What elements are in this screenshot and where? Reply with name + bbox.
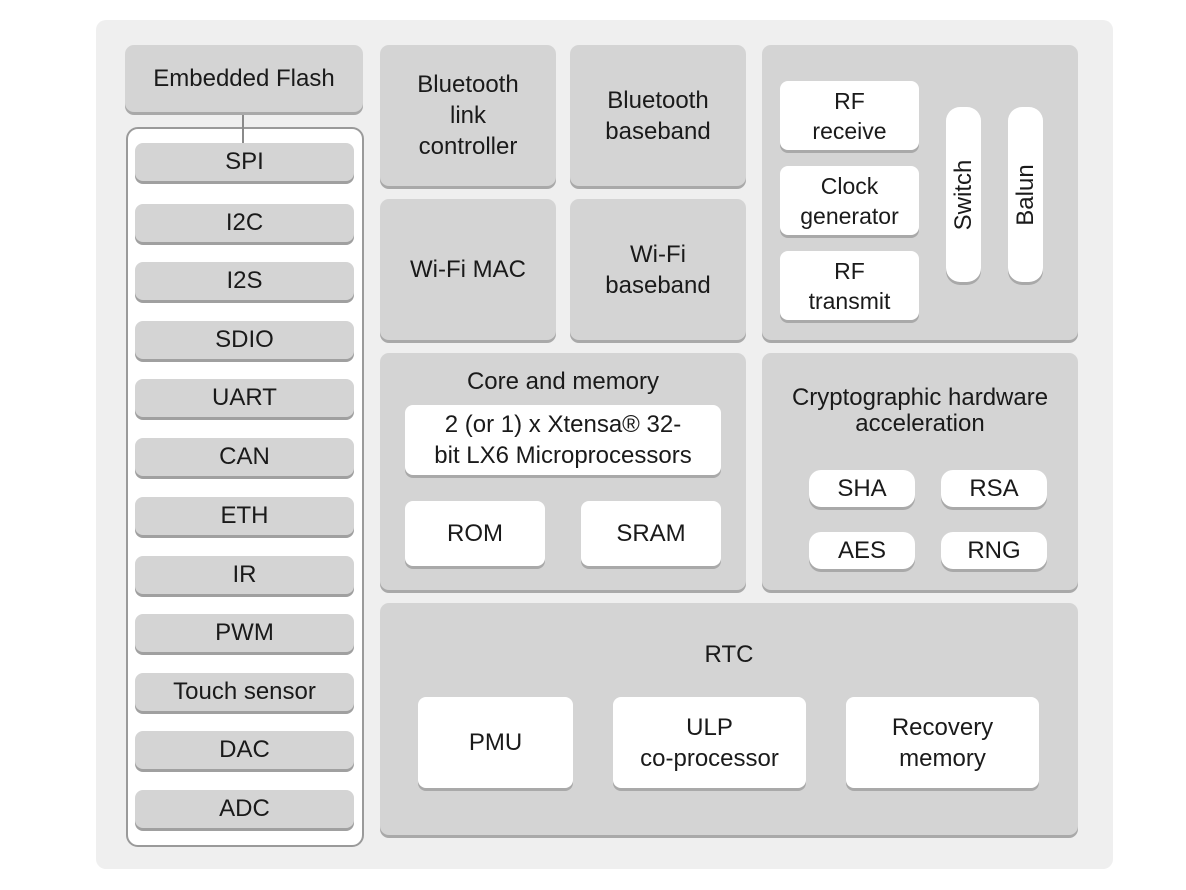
switch-label: Switch (949, 159, 977, 230)
peripheral-spi: SPI (135, 143, 354, 181)
rng-block: RNG (941, 532, 1047, 569)
recovery-memory-block: Recovery memory (846, 697, 1039, 788)
rsa-block: RSA (941, 470, 1047, 507)
rf-transmit-block: RF transmit (780, 251, 919, 320)
wifi-baseband-block: Wi-Fi baseband (570, 199, 746, 340)
sha-label: SHA (837, 475, 887, 502)
peripheral-i2c: I2C (135, 204, 354, 242)
balun-block: Balun (1008, 107, 1043, 282)
recovery-memory-label: Recovery memory (891, 713, 994, 772)
processor-label: 2 (or 1) x Xtensa® 32- bit LX6 Microproc… (434, 411, 692, 469)
clock-generator-label: Clock generator (800, 172, 899, 229)
pmu-block: PMU (418, 697, 573, 788)
peripheral-ir: IR (135, 556, 354, 594)
ulp-coprocessor-label: ULP co-processor (640, 713, 779, 772)
aes-label: AES (837, 537, 887, 564)
rtc-title: RTC (704, 641, 754, 668)
sram-block: SRAM (581, 501, 721, 566)
processor-block: 2 (or 1) x Xtensa® 32- bit LX6 Microproc… (405, 405, 721, 475)
peripheral-dac: DAC (135, 731, 354, 769)
ulp-coprocessor-block: ULP co-processor (613, 697, 806, 788)
rom-label: ROM (447, 520, 503, 547)
peripheral-pwm: PWM (135, 614, 354, 652)
pmu-label: PMU (468, 729, 523, 756)
switch-block: Switch (946, 107, 981, 282)
embedded-flash-block: Embedded Flash (125, 45, 363, 112)
rsa-label: RSA (969, 475, 1019, 502)
flash-spi-connector (242, 113, 244, 145)
peripheral-touch-sensor: Touch sensor (135, 673, 354, 711)
rf-receive-label: RF receive (812, 87, 887, 144)
bluetooth-link-controller-label: Bluetooth link controller (417, 71, 519, 160)
balun-label: Balun (1011, 163, 1039, 226)
sha-block: SHA (809, 470, 915, 507)
peripheral-can: CAN (135, 438, 354, 476)
rf-receive-block: RF receive (780, 81, 919, 150)
peripheral-uart: UART (135, 379, 354, 417)
bluetooth-baseband-block: Bluetooth baseband (570, 45, 746, 186)
sram-label: SRAM (616, 520, 686, 547)
crypto-title: Cryptographic hardware acceleration (791, 384, 1049, 437)
embedded-flash-label: Embedded Flash (153, 65, 335, 92)
peripheral-adc: ADC (135, 790, 354, 828)
peripheral-eth: ETH (135, 497, 354, 535)
clock-generator-block: Clock generator (780, 166, 919, 235)
rng-label: RNG (967, 537, 1021, 564)
rom-block: ROM (405, 501, 545, 566)
bluetooth-baseband-label: Bluetooth baseband (605, 86, 711, 145)
peripheral-i2s: I2S (135, 262, 354, 300)
wifi-mac-label: Wi-Fi MAC (410, 256, 526, 283)
aes-block: AES (809, 532, 915, 569)
peripheral-sdio: SDIO (135, 321, 354, 359)
bluetooth-link-controller-block: Bluetooth link controller (380, 45, 556, 186)
wifi-baseband-label: Wi-Fi baseband (605, 240, 711, 299)
rf-transmit-label: RF transmit (808, 257, 891, 314)
peripherals-frame (126, 127, 364, 847)
wifi-mac-block: Wi-Fi MAC (380, 199, 556, 340)
core-and-memory-title: Core and memory (466, 368, 660, 395)
